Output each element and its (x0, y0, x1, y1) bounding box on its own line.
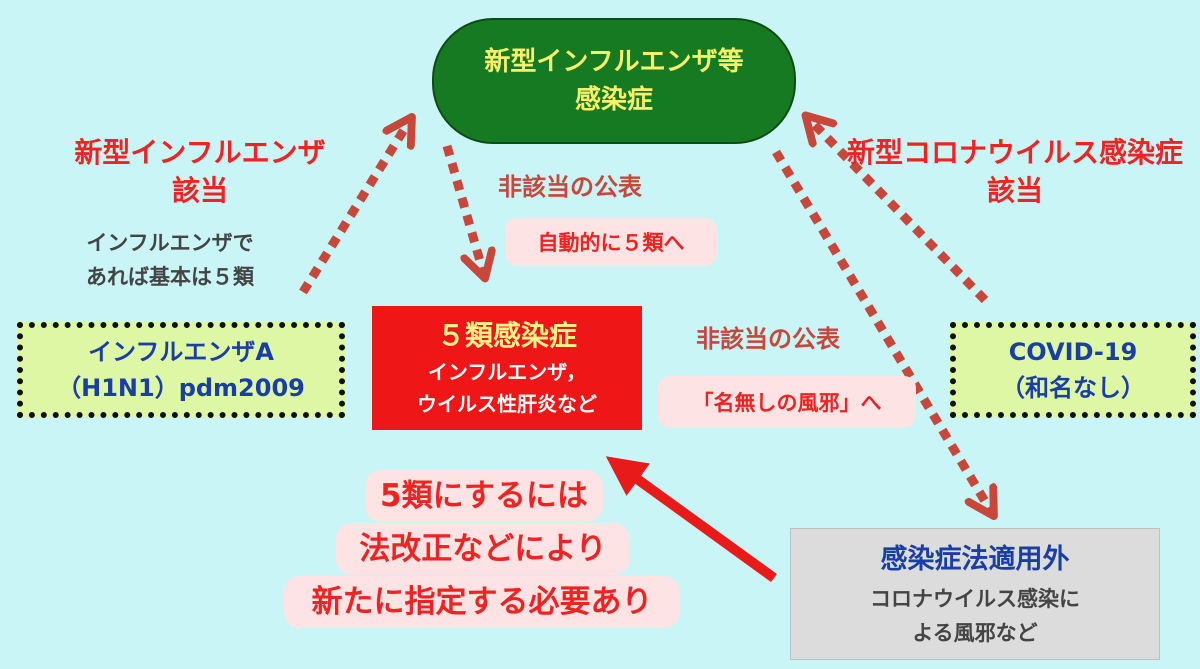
out-of-scope-box: 感染症法適用外 コロナウイルス感染に よる風邪など (790, 528, 1160, 660)
right-label-line1: 新型コロナウイルス感染症 (846, 136, 1183, 169)
arrow-solid-to-five (605, 456, 777, 583)
note-line3: 新たに指定する必要あり (284, 576, 680, 628)
note-line1: 5類にするには (365, 470, 603, 522)
out-of-scope-line1: コロナウイルス感染に (870, 587, 1080, 611)
left-label-line2: 該当 (171, 174, 228, 207)
left-note: インフルエンザで あれば基本は５類 (40, 226, 300, 294)
arrow-right-down (772, 149, 992, 513)
right-label: 新型コロナウイルス感染症 該当 (830, 134, 1200, 210)
top-node-line1: 新型インフルエンザ等 (484, 47, 744, 77)
h1n1-line2: （H1N1）pdm2009 (57, 374, 305, 402)
arrow-right-up (808, 118, 989, 304)
covid-box: COVID-19 （和名なし） (950, 322, 1196, 418)
center-right-title: 非該当の公表 (696, 325, 840, 353)
arrow-center-down (442, 144, 484, 275)
left-label: 新型インフルエンザ 該当 (55, 134, 345, 210)
center-top-title: 非該当の公表 (498, 173, 642, 201)
h1n1-box: インフルエンザA （H1N1）pdm2009 (17, 322, 345, 418)
center-right-box: 「名無しの風邪」へ (658, 376, 916, 428)
out-of-scope-line2: よる風邪など (912, 621, 1038, 645)
left-label-line1: 新型インフルエンザ (74, 136, 326, 169)
right-label-line2: 該当 (986, 174, 1043, 207)
covid-line2: （和名なし） (1001, 374, 1145, 402)
new-influenza-node: 新型インフルエンザ等 感染症 (432, 18, 796, 144)
covid-line1: COVID-19 (1008, 338, 1138, 366)
arrow-left-up (299, 120, 410, 295)
note-line2: 法改正などにより (336, 523, 630, 575)
left-note-line1: インフルエンザで (86, 231, 254, 255)
class5-title: ５類感染症 (436, 319, 577, 352)
class5-box: ５類感染症 インフルエンザ， ウイルス性肝炎など (372, 306, 642, 430)
h1n1-line1: インフルエンザA (88, 338, 274, 366)
left-note-line2: あれば基本は５類 (86, 265, 254, 289)
out-of-scope-title: 感染症法適用外 (880, 544, 1070, 575)
class5-line2: ウイルス性肝炎など (417, 392, 597, 416)
class5-line1: インフルエンザ， (427, 360, 587, 384)
top-node-line2: 感染症 (574, 85, 653, 115)
center-top-box: 自動的に５類へ (505, 218, 717, 266)
